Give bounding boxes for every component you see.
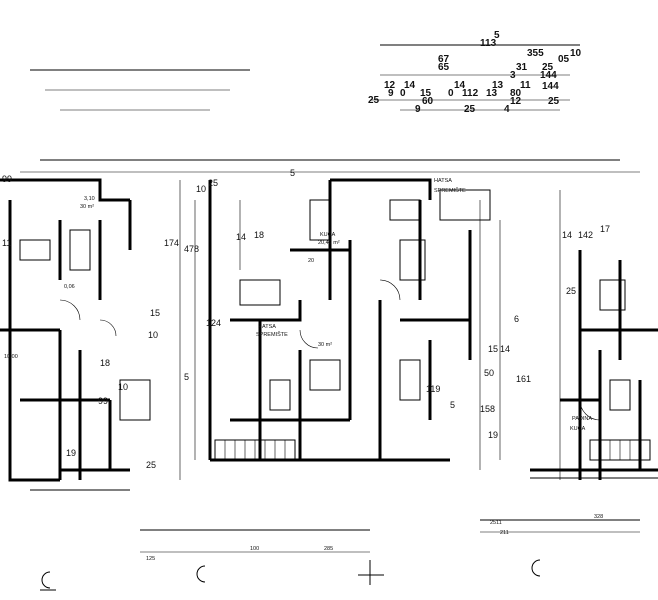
dim-label: 10 bbox=[118, 382, 128, 392]
dim-label: 0 bbox=[400, 88, 406, 99]
dim-label: 25 bbox=[542, 62, 554, 73]
dim-label: 5 bbox=[450, 400, 455, 410]
dim-label: 5 bbox=[184, 372, 189, 382]
dim-label: 14 bbox=[562, 230, 572, 240]
dim-label: 65 bbox=[438, 62, 450, 73]
room-area: SPREMIŠTE bbox=[256, 331, 288, 338]
dim-label: 14 bbox=[500, 344, 510, 354]
area-label: 10,00 bbox=[4, 354, 18, 360]
top-dimension-lines bbox=[20, 44, 640, 173]
side-dimension-labels: 99 10 25 174 478 14 18 11 5 10 124 15 14… bbox=[2, 168, 610, 470]
dim-label: 25 bbox=[208, 178, 218, 188]
dim-label: 9 bbox=[415, 104, 421, 115]
dim-label: 19 bbox=[66, 448, 76, 458]
dim-label: 60 bbox=[422, 96, 434, 107]
bottom-dimension-labels: 125 100 285 2511 328 211 bbox=[146, 514, 603, 562]
dim-label: 4 bbox=[504, 104, 510, 115]
area-label: 30 m² bbox=[318, 342, 332, 348]
building-walls bbox=[0, 178, 658, 482]
dim-label: 14 bbox=[236, 232, 246, 242]
dim-label: 13 bbox=[486, 88, 498, 99]
dim-label: 119 bbox=[426, 384, 440, 394]
area-label: 3,10 bbox=[84, 196, 95, 202]
dim-label: 9 bbox=[388, 88, 394, 99]
dim-label: 25 bbox=[566, 286, 576, 296]
dim-label: 355 bbox=[527, 48, 544, 59]
area-label: 0,06 bbox=[64, 284, 75, 290]
dim-label: 0 bbox=[448, 88, 454, 99]
dim-label: 18 bbox=[254, 230, 264, 240]
dim-label: 19 bbox=[488, 430, 498, 440]
dim-label: 125 bbox=[146, 556, 155, 562]
dim-label: 12 bbox=[384, 80, 396, 91]
dim-label: 144 bbox=[542, 81, 559, 92]
dim-label: 25 bbox=[146, 460, 156, 470]
dim-label: 14 bbox=[404, 80, 416, 91]
top-dimension-labels: 113 5 67 355 10 65 31 25 05 3 144 12 14 … bbox=[368, 30, 582, 115]
area-label: 30 m² bbox=[80, 204, 94, 210]
room-name: PADINA bbox=[572, 416, 592, 422]
dim-label: 211 bbox=[500, 530, 509, 536]
stairs bbox=[214, 439, 651, 461]
dim-label: 17 bbox=[600, 224, 610, 234]
dim-label: 161 bbox=[516, 374, 531, 384]
dim-label: 112 bbox=[462, 88, 479, 99]
dim-label: 142 bbox=[578, 230, 593, 240]
room-name: KUĆA bbox=[320, 231, 336, 238]
dim-label: 25 bbox=[548, 96, 560, 107]
area-label: 20 bbox=[308, 258, 314, 264]
dim-label: 2511 bbox=[490, 520, 502, 526]
dim-label: 15 bbox=[488, 344, 498, 354]
dim-label: 15 bbox=[150, 308, 160, 318]
dim-label: 13 bbox=[492, 80, 504, 91]
dim-label: 15 bbox=[420, 88, 432, 99]
dim-label: 10 bbox=[148, 330, 158, 340]
dim-label: 478 bbox=[184, 244, 199, 254]
dim-label: 100 bbox=[250, 546, 259, 552]
interior-details bbox=[19, 180, 651, 480]
dim-label: 174 bbox=[164, 238, 179, 248]
dim-label: 05 bbox=[558, 54, 570, 65]
dim-label: 18 bbox=[100, 358, 110, 368]
misc-labels: 0,06 30 m² 3,10 10,00 20 30 m² bbox=[4, 196, 332, 360]
room-name: HATSA bbox=[434, 178, 452, 184]
room-area: 20,49 m² bbox=[318, 240, 340, 246]
dim-label: 5 bbox=[494, 30, 500, 41]
dim-label: 285 bbox=[324, 546, 333, 552]
room-area: SPREMIŠTE bbox=[434, 187, 466, 194]
room-area: KUĆA bbox=[570, 425, 586, 432]
dim-label: 144 bbox=[540, 70, 557, 81]
room-labels: KUĆA 20,49 m² HATSA SPREMIŠTE HATSA SPRE… bbox=[256, 178, 592, 432]
dim-label: 25 bbox=[368, 95, 380, 106]
bottom-dimension-lines bbox=[30, 477, 658, 553]
dim-label: 3 bbox=[510, 70, 516, 81]
dim-label: 99 bbox=[98, 396, 108, 406]
dim-label: 124 bbox=[206, 318, 221, 328]
dim-label: 80 bbox=[510, 88, 522, 99]
dim-label: 12 bbox=[510, 96, 522, 107]
dim-label: 11 bbox=[520, 80, 531, 91]
dim-label: 158 bbox=[480, 404, 495, 414]
section-markers bbox=[40, 559, 541, 591]
dim-label: 25 bbox=[464, 104, 476, 115]
room-name: HATSA bbox=[258, 324, 276, 330]
dim-label: 14 bbox=[454, 80, 466, 91]
dim-label: 5 bbox=[290, 168, 295, 178]
dim-label: 328 bbox=[594, 514, 603, 520]
dim-label: 10 bbox=[570, 48, 582, 59]
dim-label: 6 bbox=[514, 314, 519, 324]
dim-label: 11 bbox=[2, 238, 11, 248]
dim-label: 113 bbox=[480, 38, 497, 49]
dim-label: 99 bbox=[2, 174, 12, 184]
dim-label: 10 bbox=[196, 184, 206, 194]
dim-label: 67 bbox=[438, 54, 450, 65]
dim-label: 50 bbox=[484, 368, 494, 378]
dim-label: 31 bbox=[516, 62, 528, 73]
